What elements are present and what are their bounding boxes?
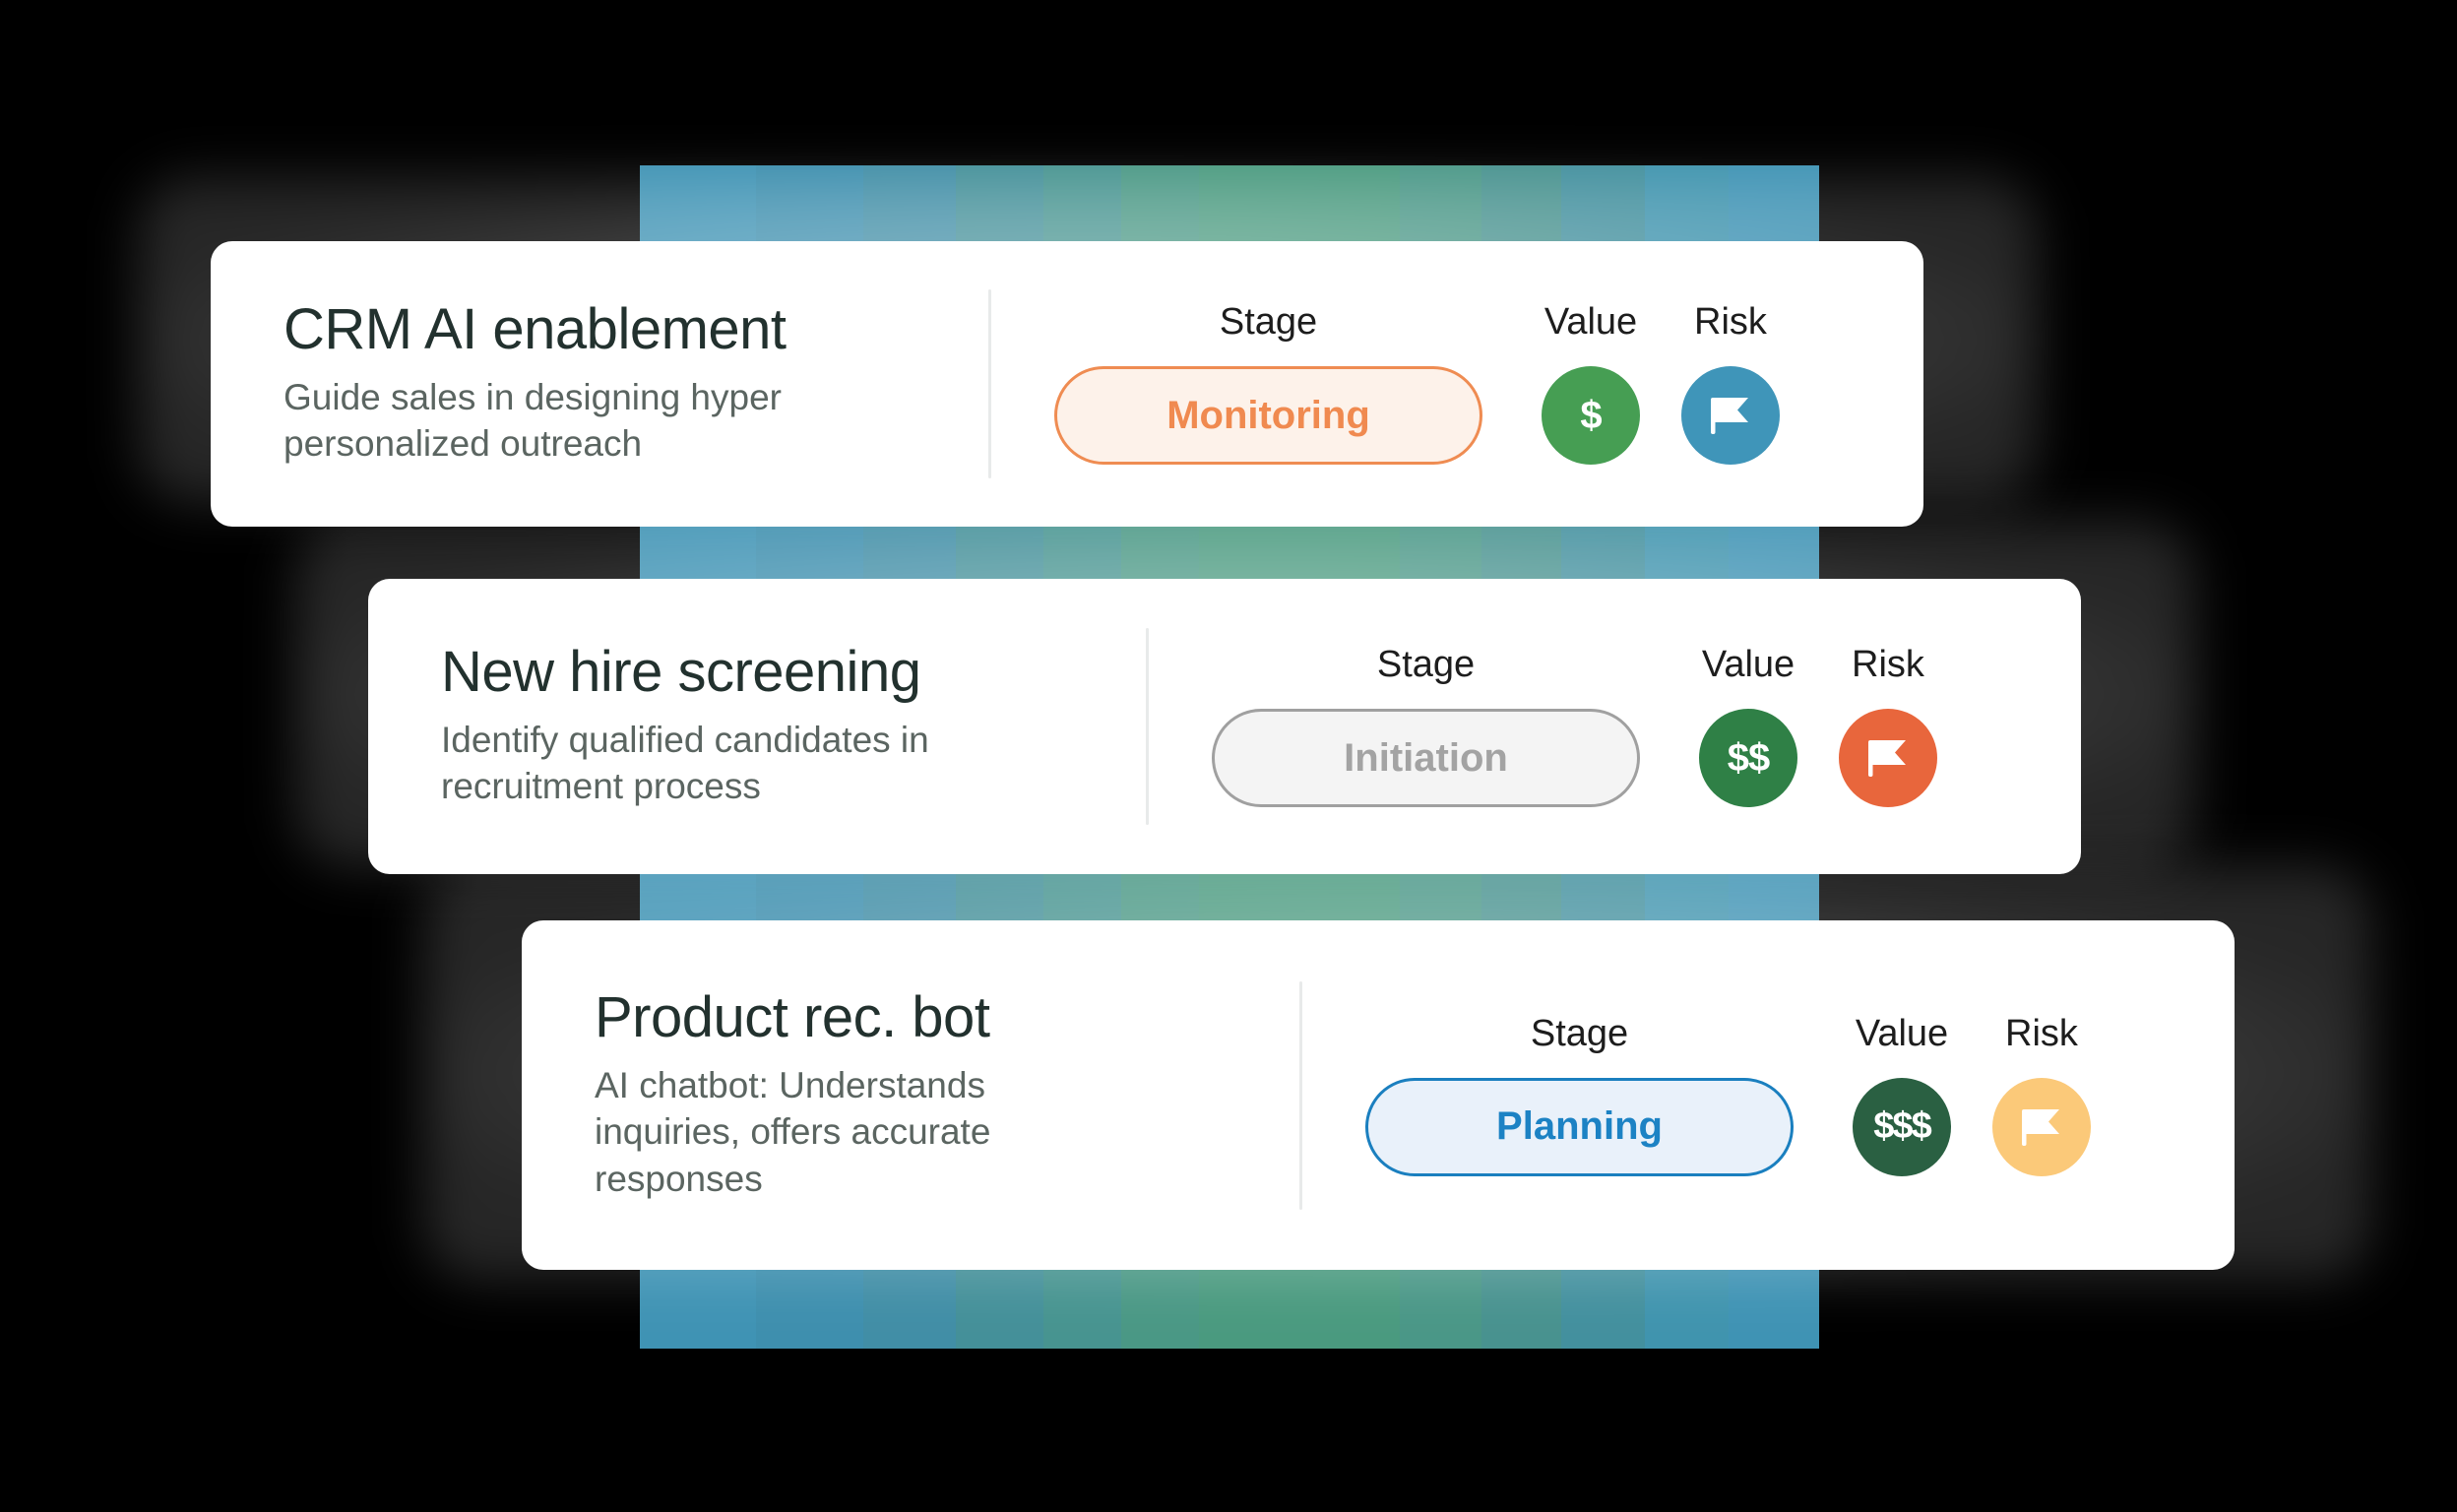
metric-stage: Stage Monitoring [1054, 303, 1482, 465]
card-metrics: Stage Initiation Value $$ Risk [1149, 646, 2081, 807]
metric-risk-label: Risk [1852, 644, 1924, 685]
stage-pill-initiation[interactable]: Initiation [1212, 709, 1640, 807]
card-text-block: CRM AI enablement Guide sales in designi… [211, 297, 988, 468]
metric-stage: Stage Planning [1365, 1015, 1794, 1176]
metric-risk: Risk [1992, 1015, 2091, 1176]
card-metrics: Stage Planning Value $$$ Risk [1302, 1015, 2235, 1176]
value-badge-dollar-icon[interactable]: $$$ [1853, 1077, 1951, 1176]
card-text-block: Product rec. bot AI chatbot: Understands… [522, 985, 1299, 1202]
metric-stage: Stage Initiation [1212, 646, 1640, 807]
metric-stage-label: Stage [1530, 1012, 1629, 1054]
flag-icon [2022, 1108, 2059, 1146]
card-divider [988, 289, 991, 478]
card-divider [1146, 628, 1149, 825]
metric-value: Value $$$ [1853, 1015, 1951, 1176]
risk-badge[interactable] [1681, 366, 1780, 465]
card-title: Product rec. bot [595, 985, 990, 1050]
metric-stage-label: Stage [1376, 644, 1476, 685]
project-card-product-rec-bot[interactable]: Product rec. bot AI chatbot: Understands… [522, 920, 2235, 1270]
metric-value: Value $ [1542, 303, 1640, 465]
card-subtitle: Identify qualified candidates in recruit… [441, 720, 929, 807]
metric-value-label: Value [1701, 644, 1796, 685]
metric-stage-label: Stage [1219, 301, 1318, 343]
metric-risk: Risk [1681, 303, 1780, 465]
project-card-crm-ai-enablement[interactable]: CRM AI enablement Guide sales in designi… [211, 241, 1923, 527]
metric-risk-label: Risk [1694, 301, 1767, 343]
card-subtitle: AI chatbot: Understands inquiries, offer… [595, 1064, 991, 1199]
metric-risk: Risk [1839, 646, 1937, 807]
metric-value: Value $$ [1699, 646, 1797, 807]
metric-value-label: Value [1544, 301, 1638, 343]
metric-value-label: Value [1855, 1012, 1949, 1054]
card-title: New hire screening [441, 640, 921, 705]
card-metrics: Stage Monitoring Value $ Risk [991, 303, 1923, 465]
stage-pill-planning[interactable]: Planning [1365, 1077, 1794, 1176]
project-card-new-hire-screening[interactable]: New hire screening Identify qualified ca… [368, 579, 2081, 874]
stage-pill-monitoring[interactable]: Monitoring [1054, 366, 1482, 465]
risk-badge[interactable] [1839, 709, 1937, 807]
flag-icon [1711, 398, 1748, 434]
card-divider [1299, 980, 1302, 1210]
risk-badge[interactable] [1992, 1077, 2091, 1176]
value-badge-dollar-icon[interactable]: $ [1542, 366, 1640, 465]
flag-icon [1868, 740, 1906, 777]
card-text-block: New hire screening Identify qualified ca… [368, 640, 1146, 810]
card-subtitle: Guide sales in designing hyper personali… [284, 377, 782, 465]
card-title: CRM AI enablement [284, 297, 787, 362]
metric-risk-label: Risk [2005, 1012, 2078, 1054]
value-badge-dollar-icon[interactable]: $$ [1699, 709, 1797, 807]
